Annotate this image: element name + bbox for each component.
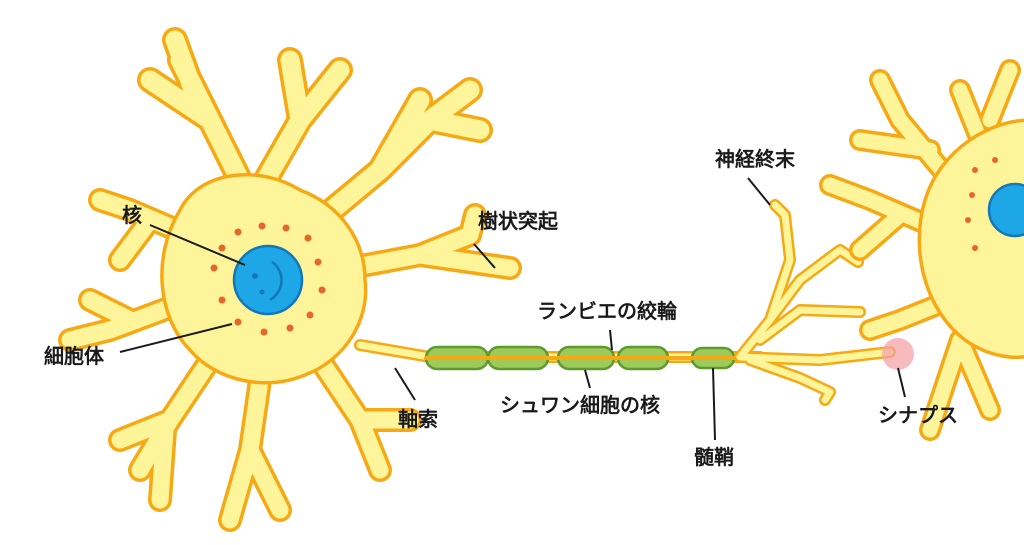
label-axon: 軸索: [398, 407, 438, 431]
leader-lines: [119, 177, 906, 441]
label-cell-body: 細胞体: [44, 344, 105, 368]
synapse-glow: [882, 338, 914, 370]
organelle-dots: [210, 222, 326, 336]
left-neuron: [58, 27, 522, 532]
label-synapse: シナプス: [878, 403, 958, 427]
axon-terminal-branches: [734, 199, 896, 406]
right-nucleus: [987, 182, 1024, 238]
left-nucleus: [232, 244, 304, 316]
label-schwann-nucleus: シュワン細胞の核: [500, 393, 660, 417]
label-dendrite: 樹状突起: [478, 209, 559, 233]
label-node-of-ranvier: ランビエの絞輪: [537, 299, 678, 323]
label-myelin-sheath: 髄鞘: [694, 445, 734, 469]
right-soma: [917, 118, 1024, 360]
label-axon-terminal: 神経終末: [715, 147, 796, 171]
right-neuron: [819, 59, 1024, 441]
label-nucleus: 核: [122, 203, 142, 227]
labels: 核 細胞体 樹状突起 軸索 ランビエの絞輪 シュワン細胞の核 髄鞘 神経終末 シ…: [44, 147, 958, 469]
left-dendrites: [58, 27, 522, 532]
myelin-sheath-segments: [424, 345, 742, 371]
